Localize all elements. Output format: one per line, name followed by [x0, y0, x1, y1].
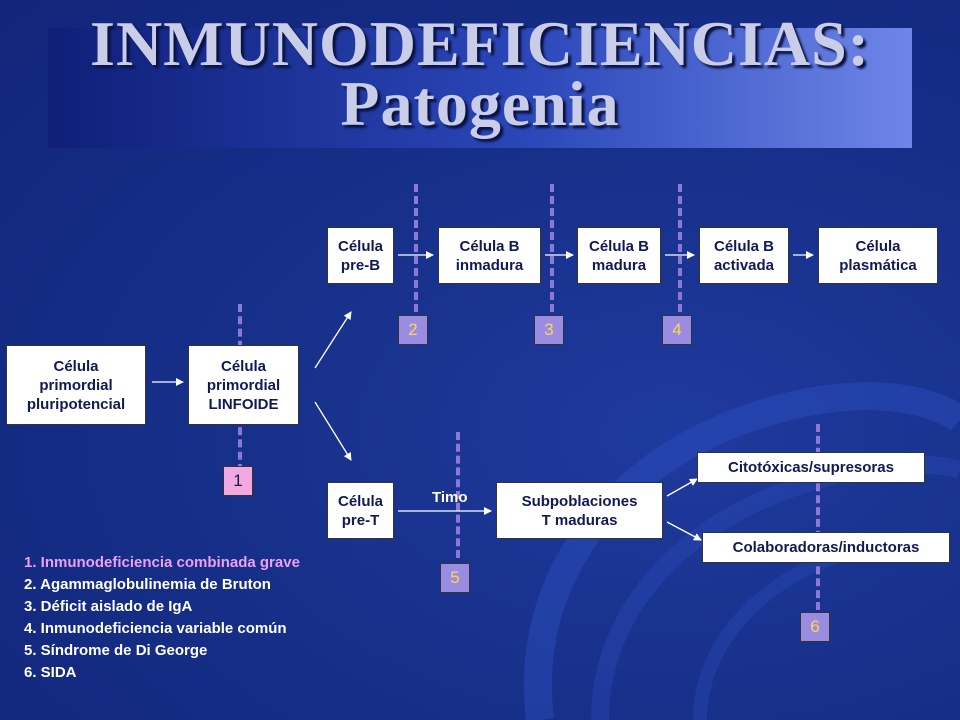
box-line: Célula B	[588, 237, 649, 255]
arrow-linfoide-to-preb	[314, 311, 352, 369]
box-line: Colaboradoras/inductoras	[732, 539, 920, 556]
arrow-linfoide-to-pret	[314, 401, 352, 461]
title-line-2: Patogenia	[340, 68, 620, 139]
box-line: Célula B	[459, 237, 520, 255]
box-line: pluripotencial	[26, 395, 126, 413]
box-subpoblaciones-t: Subpoblaciones T maduras	[496, 482, 663, 539]
block-line-4	[678, 184, 682, 312]
box-line: Citotóxicas/supresoras	[728, 459, 894, 476]
legend-item: 6. SIDA	[24, 664, 77, 681]
box-line: Célula	[53, 357, 99, 375]
box-line: inmadura	[455, 256, 524, 274]
box-line: Célula	[337, 492, 383, 510]
box-celula-pre-b: Célula pre-B	[327, 227, 394, 284]
box-celula-plasmatica: Célula plasmática	[818, 227, 938, 284]
legend-item: 2. Agammaglobulinemia de Bruton	[24, 576, 271, 593]
box-line: T maduras	[541, 511, 618, 529]
title-line-1: INMUNODEFICIENCIAS:	[90, 8, 870, 79]
marker-3: 3	[534, 315, 564, 345]
title-band	[48, 28, 912, 148]
box-line: Célula B	[713, 237, 774, 255]
slide-title: INMUNODEFICIENCIAS: Patogenia	[48, 8, 912, 139]
box-celula-b-inmadura: Célula B inmadura	[438, 227, 541, 284]
legend-item: 5. Síndrome de Di George	[24, 642, 208, 659]
box-line: pre-T	[341, 511, 380, 529]
timo-label: Timo	[432, 489, 468, 506]
box-line: plasmática	[839, 256, 917, 274]
marker-6: 6	[800, 612, 830, 642]
block-line-5	[456, 432, 460, 558]
marker-2: 2	[398, 315, 428, 345]
box-celula-b-activada: Célula B activada	[699, 227, 789, 284]
legend-item: 4. Inmunodeficiencia variable común	[24, 620, 287, 637]
box-line: pre-B	[340, 256, 381, 274]
box-line: primordial	[39, 376, 113, 394]
arrow-sub-to-colaboradoras	[666, 521, 702, 541]
box-celula-b-madura: Célula B madura	[577, 227, 661, 284]
marker-5: 5	[440, 563, 470, 593]
box-line: primordial	[206, 376, 281, 394]
box-citotoxicas: Citotóxicas/supresoras	[697, 452, 925, 483]
box-celula-pluripotencial: Célula primordial pluripotencial	[6, 345, 146, 425]
marker-4: 4	[662, 315, 692, 345]
box-celula-pre-t: Célula pre-T	[327, 482, 394, 539]
box-colaboradoras: Colaboradoras/inductoras	[702, 532, 950, 563]
block-line-2	[414, 184, 418, 312]
legend-item: 3. Déficit aislado de IgA	[24, 598, 193, 615]
box-celula-linfoide: Célula primordial LINFOIDE	[188, 345, 299, 425]
box-line: Célula	[220, 357, 266, 375]
arrow-sub-to-citotoxicas	[666, 478, 698, 497]
box-line: Célula	[337, 237, 383, 255]
box-line: Célula	[855, 237, 901, 255]
legend-item: 1. Inmunodeficiencia combinada grave	[24, 554, 300, 571]
block-line-3	[550, 184, 554, 312]
box-line: Subpoblaciones	[521, 492, 638, 510]
box-line: activada	[713, 256, 775, 274]
marker-1: 1	[223, 466, 253, 496]
box-line: madura	[591, 256, 647, 274]
box-line: LINFOIDE	[208, 395, 279, 413]
legend-list: 1. Inmunodeficiencia combinada grave 2. …	[24, 552, 300, 684]
block-line-6	[816, 424, 820, 610]
